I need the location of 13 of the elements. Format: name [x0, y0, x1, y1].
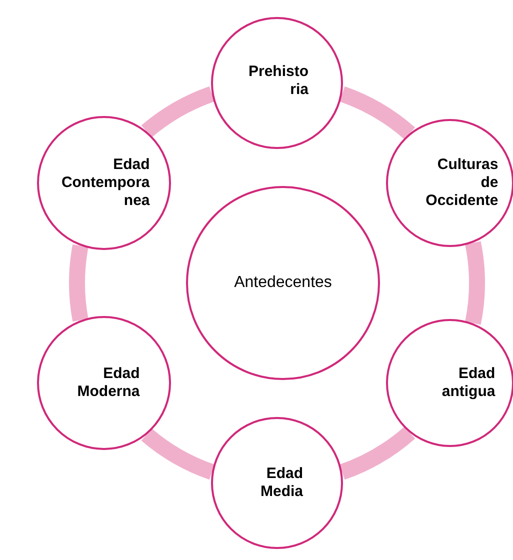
node-label: Prehistoria — [247, 63, 308, 99]
ring-connector — [69, 244, 88, 322]
node-label: Edad Moderna — [76, 365, 140, 401]
node-label: Edad Contemporanea — [60, 156, 150, 210]
ring-connector — [339, 426, 415, 480]
ring-connector — [339, 86, 415, 140]
node-label: Edad antigua — [440, 365, 496, 401]
ring-connector — [465, 242, 485, 324]
node-label: Culturas de Occidente — [424, 156, 498, 210]
ring-connector — [142, 86, 215, 138]
node-label: Antedecentes — [233, 273, 333, 293]
node-label: Edad Media — [259, 465, 303, 501]
ring-connector — [142, 428, 215, 480]
